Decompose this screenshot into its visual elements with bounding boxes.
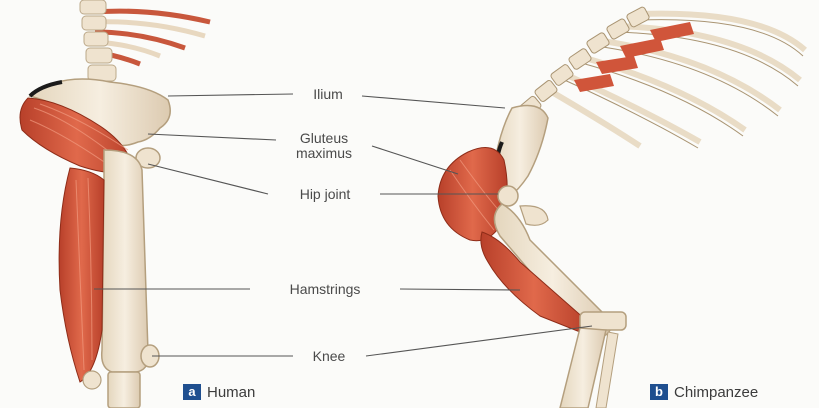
- chimpanzee-skeleton: [438, 6, 805, 408]
- label-ilium-text: Ilium: [313, 86, 343, 102]
- leader-ilium-chimp: [362, 96, 505, 108]
- caption-human: a Human: [183, 383, 255, 401]
- label-hip-joint-text: Hip joint: [300, 186, 351, 202]
- chimp-ischium: [520, 206, 548, 226]
- label-hamstrings: Hamstrings: [252, 282, 398, 297]
- human-hamstrings: [59, 168, 104, 382]
- label-ilium: Ilium: [296, 87, 360, 102]
- human-skeleton: [20, 0, 210, 408]
- label-gluteus-line2: maximus: [276, 146, 372, 161]
- leader-gluteus-human: [148, 134, 276, 140]
- label-knee: Knee: [294, 349, 364, 364]
- leader-knee-chimp: [366, 326, 592, 356]
- chimp-knee: [580, 312, 626, 330]
- label-gluteus-line1: Gluteus: [276, 131, 372, 146]
- label-knee-text: Knee: [313, 348, 346, 364]
- caption-chimpanzee-badge: b: [650, 384, 668, 400]
- caption-chimpanzee-text: Chimpanzee: [674, 384, 758, 401]
- caption-human-badge: a: [183, 384, 201, 400]
- leader-ilium-human: [168, 94, 293, 96]
- label-hip-joint: Hip joint: [270, 187, 380, 202]
- leader-gluteus-chimp: [372, 146, 458, 174]
- label-hamstrings-text: Hamstrings: [290, 281, 361, 297]
- label-gluteus-maximus: Gluteus maximus: [276, 131, 372, 161]
- chimp-hip-joint: [498, 186, 518, 206]
- human-tibia: [108, 372, 140, 408]
- caption-human-text: Human: [207, 384, 255, 401]
- human-knee-cap-lower: [83, 371, 101, 389]
- leader-hamstrings-chimp: [400, 289, 520, 290]
- leader-hip-human: [148, 164, 268, 194]
- human-femur: [102, 150, 149, 372]
- caption-chimpanzee: b Chimpanzee: [650, 383, 758, 401]
